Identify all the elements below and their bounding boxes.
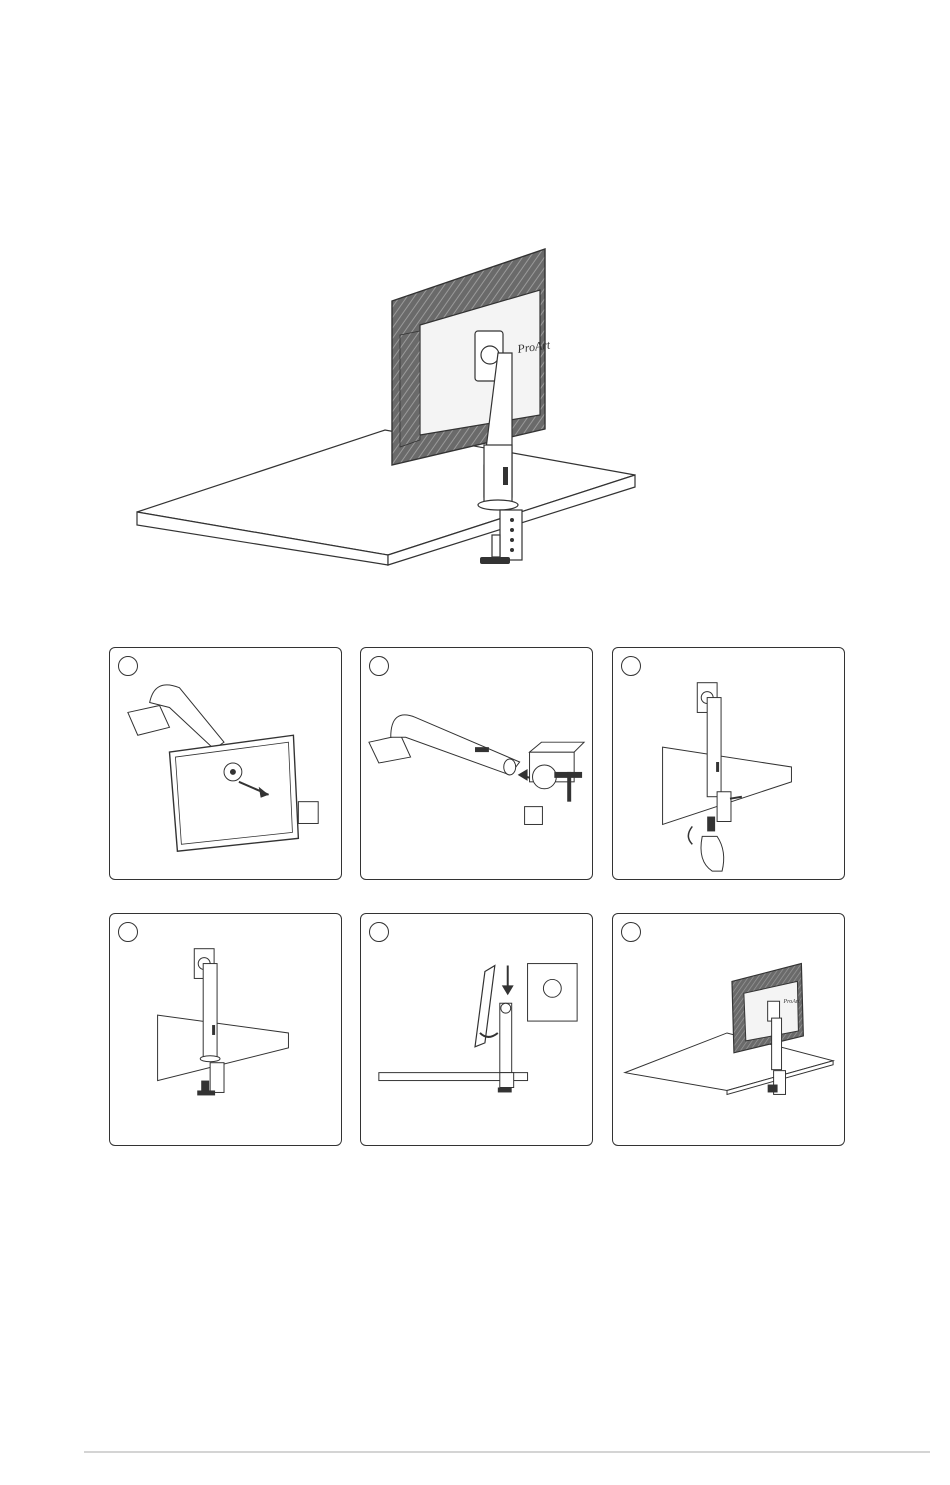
inset-detail-icon: [298, 802, 318, 824]
arrow-icon: [688, 826, 692, 844]
step-panel-4: [109, 913, 342, 1146]
step-2-illustration: [361, 648, 592, 879]
step-panel-6: ProArt: [612, 913, 845, 1146]
footer-rule: [84, 1451, 930, 1453]
step-6-illustration: ProArt: [613, 914, 844, 1145]
step-panel-1: [109, 647, 342, 880]
arm-slot: [503, 467, 508, 485]
vesa-joint: [481, 346, 499, 364]
desk-clamp: [500, 510, 522, 560]
clamp-knob: [480, 557, 510, 564]
monitor-arm-illustration: ProArt: [120, 235, 650, 575]
inset-detail-icon: [525, 807, 543, 825]
clamp-screw: [492, 535, 500, 557]
step-panel-3: [612, 647, 845, 880]
monitor-vent: [400, 331, 420, 447]
monitor-brand-label: ProArt: [783, 999, 801, 1005]
hero-illustration: ProArt: [120, 235, 650, 575]
step-1-illustration: [110, 648, 341, 879]
step-panel-5: [360, 913, 593, 1146]
step-4-illustration: [110, 914, 341, 1145]
arm-base: [478, 500, 518, 510]
step-3-illustration: [613, 648, 844, 879]
hand-icon: [701, 836, 724, 871]
step-panel-2: [360, 647, 593, 880]
step-5-illustration: [361, 914, 592, 1145]
